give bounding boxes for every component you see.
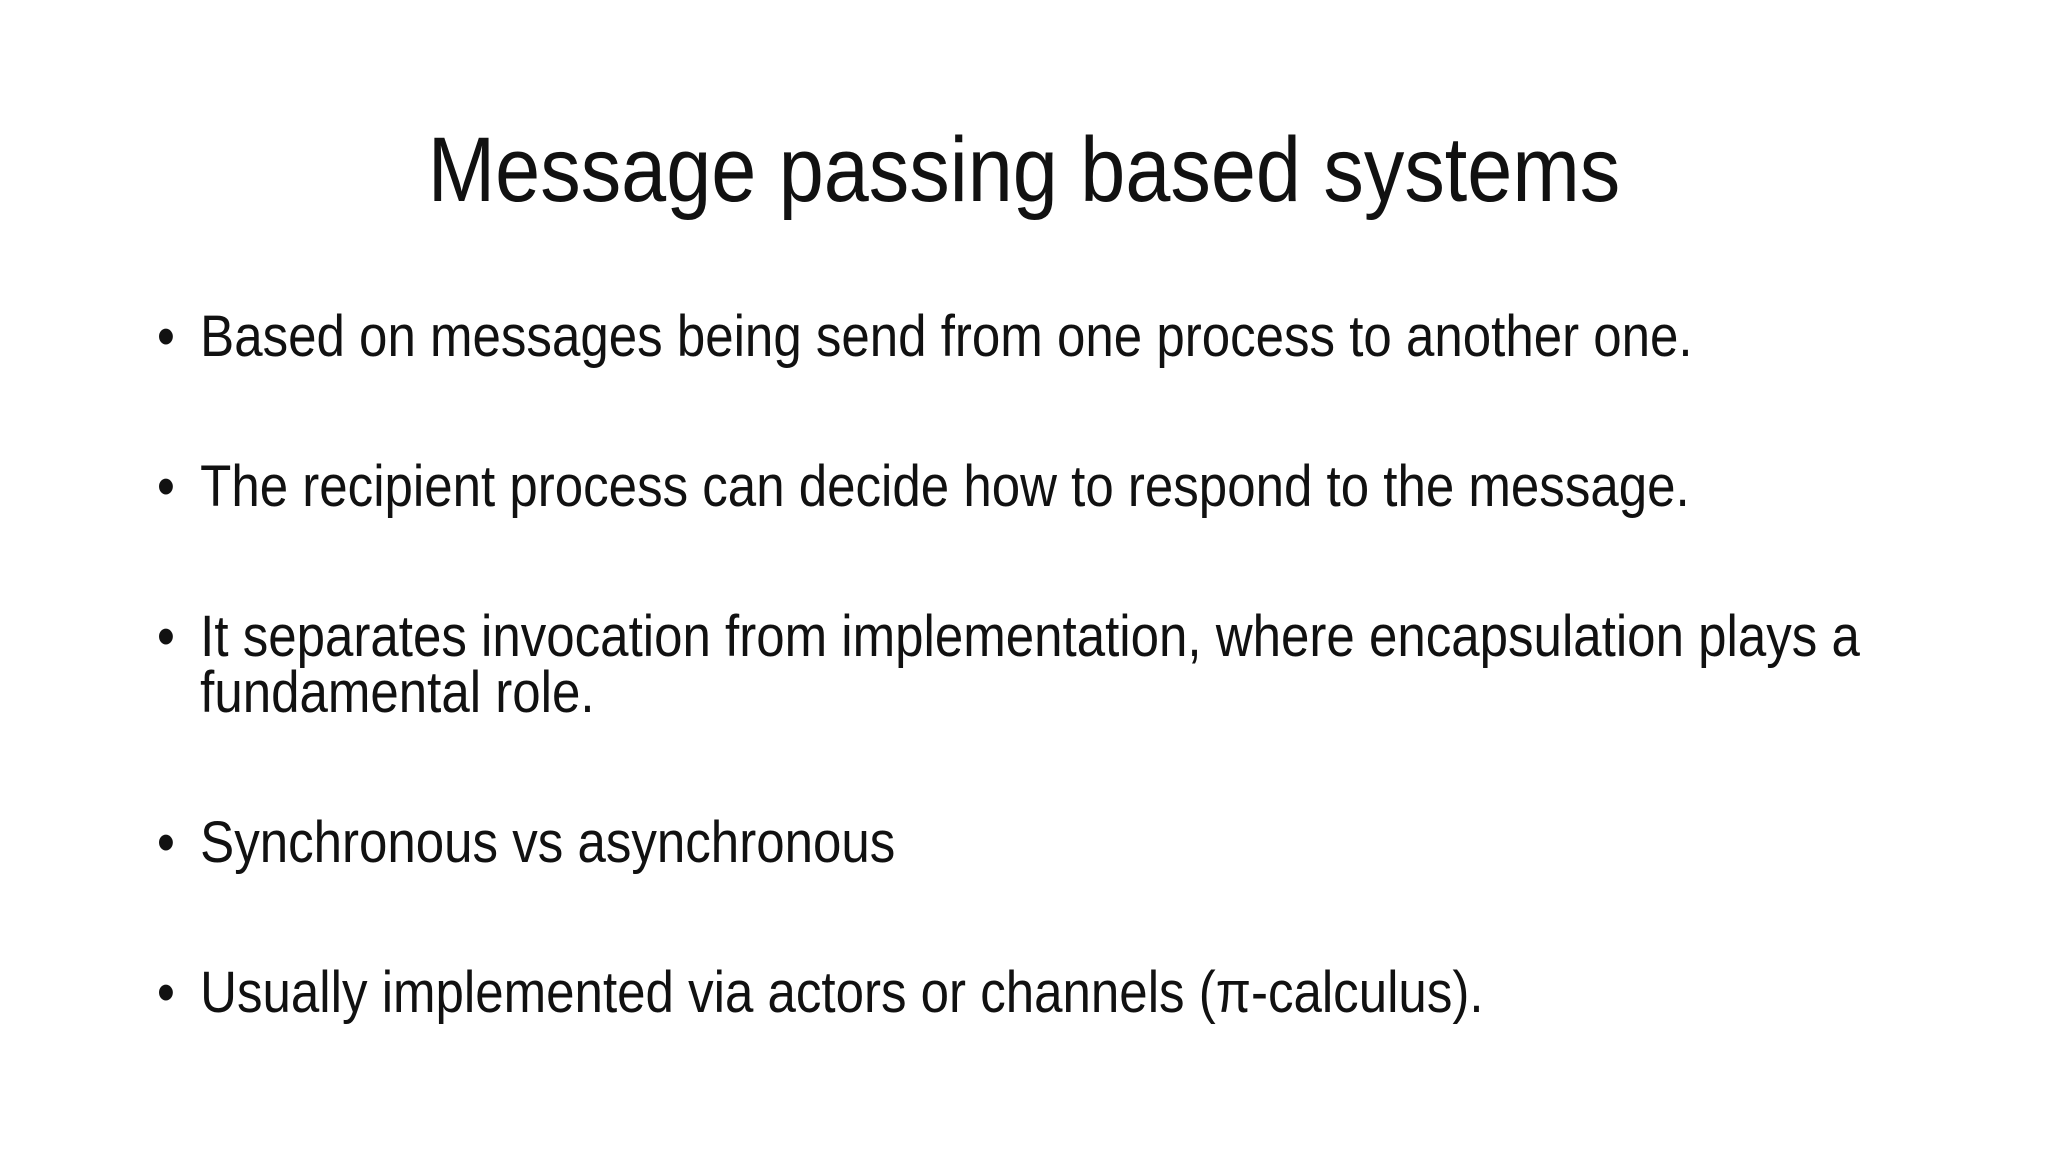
list-item: • Usually implemented via actors or chan… [150, 960, 1892, 1025]
bullet-text: Usually implemented via actors or channe… [200, 960, 1484, 1025]
bullet-text: The recipient process can decide how to … [200, 454, 1690, 519]
list-item: • It separates invocation from implement… [150, 604, 1892, 722]
bullet-icon: • [157, 604, 175, 669]
bullet-text: Based on messages being send from one pr… [200, 304, 1693, 369]
list-item: • Based on messages being send from one … [150, 304, 1892, 369]
bullet-icon: • [157, 454, 175, 519]
bullet-list: • Based on messages being send from one … [150, 304, 1892, 1115]
bullet-icon: • [157, 810, 175, 875]
bullet-text: Synchronous vs asynchronous [200, 810, 896, 875]
bullet-text: It separates invocation from implementat… [200, 604, 1860, 725]
bullet-icon: • [157, 960, 175, 1025]
list-item: • The recipient process can decide how t… [150, 454, 1892, 519]
slide-title: Message passing based systems [427, 119, 1621, 221]
list-item: • Synchronous vs asynchronous [150, 810, 1892, 875]
bullet-icon: • [157, 304, 175, 369]
